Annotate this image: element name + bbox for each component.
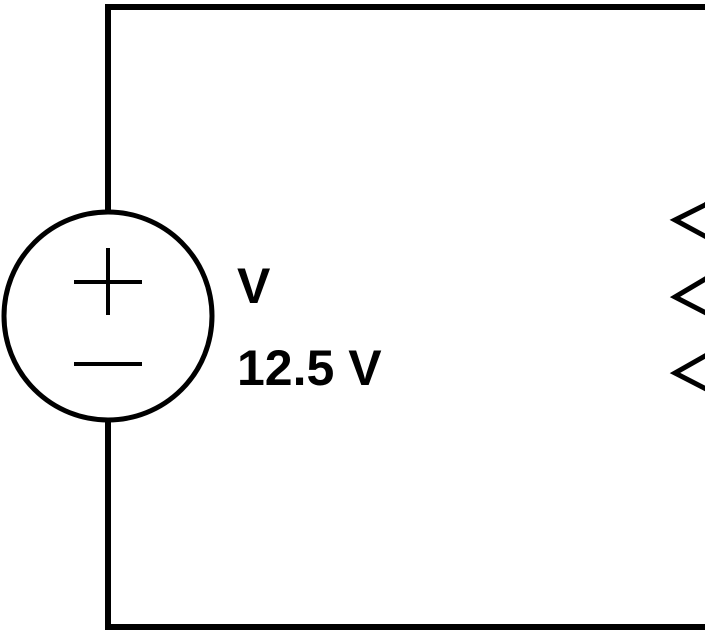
voltage-source [1, 209, 215, 423]
resistor-zigzag [669, 201, 705, 392]
voltage-source-circle [1, 209, 215, 423]
plus-sign-icon [74, 248, 142, 315]
source-name-label: V [237, 258, 271, 314]
bottom-wire [105, 422, 705, 630]
source-value-label: 12.5 V [237, 340, 382, 396]
top-wire [105, 4, 705, 213]
